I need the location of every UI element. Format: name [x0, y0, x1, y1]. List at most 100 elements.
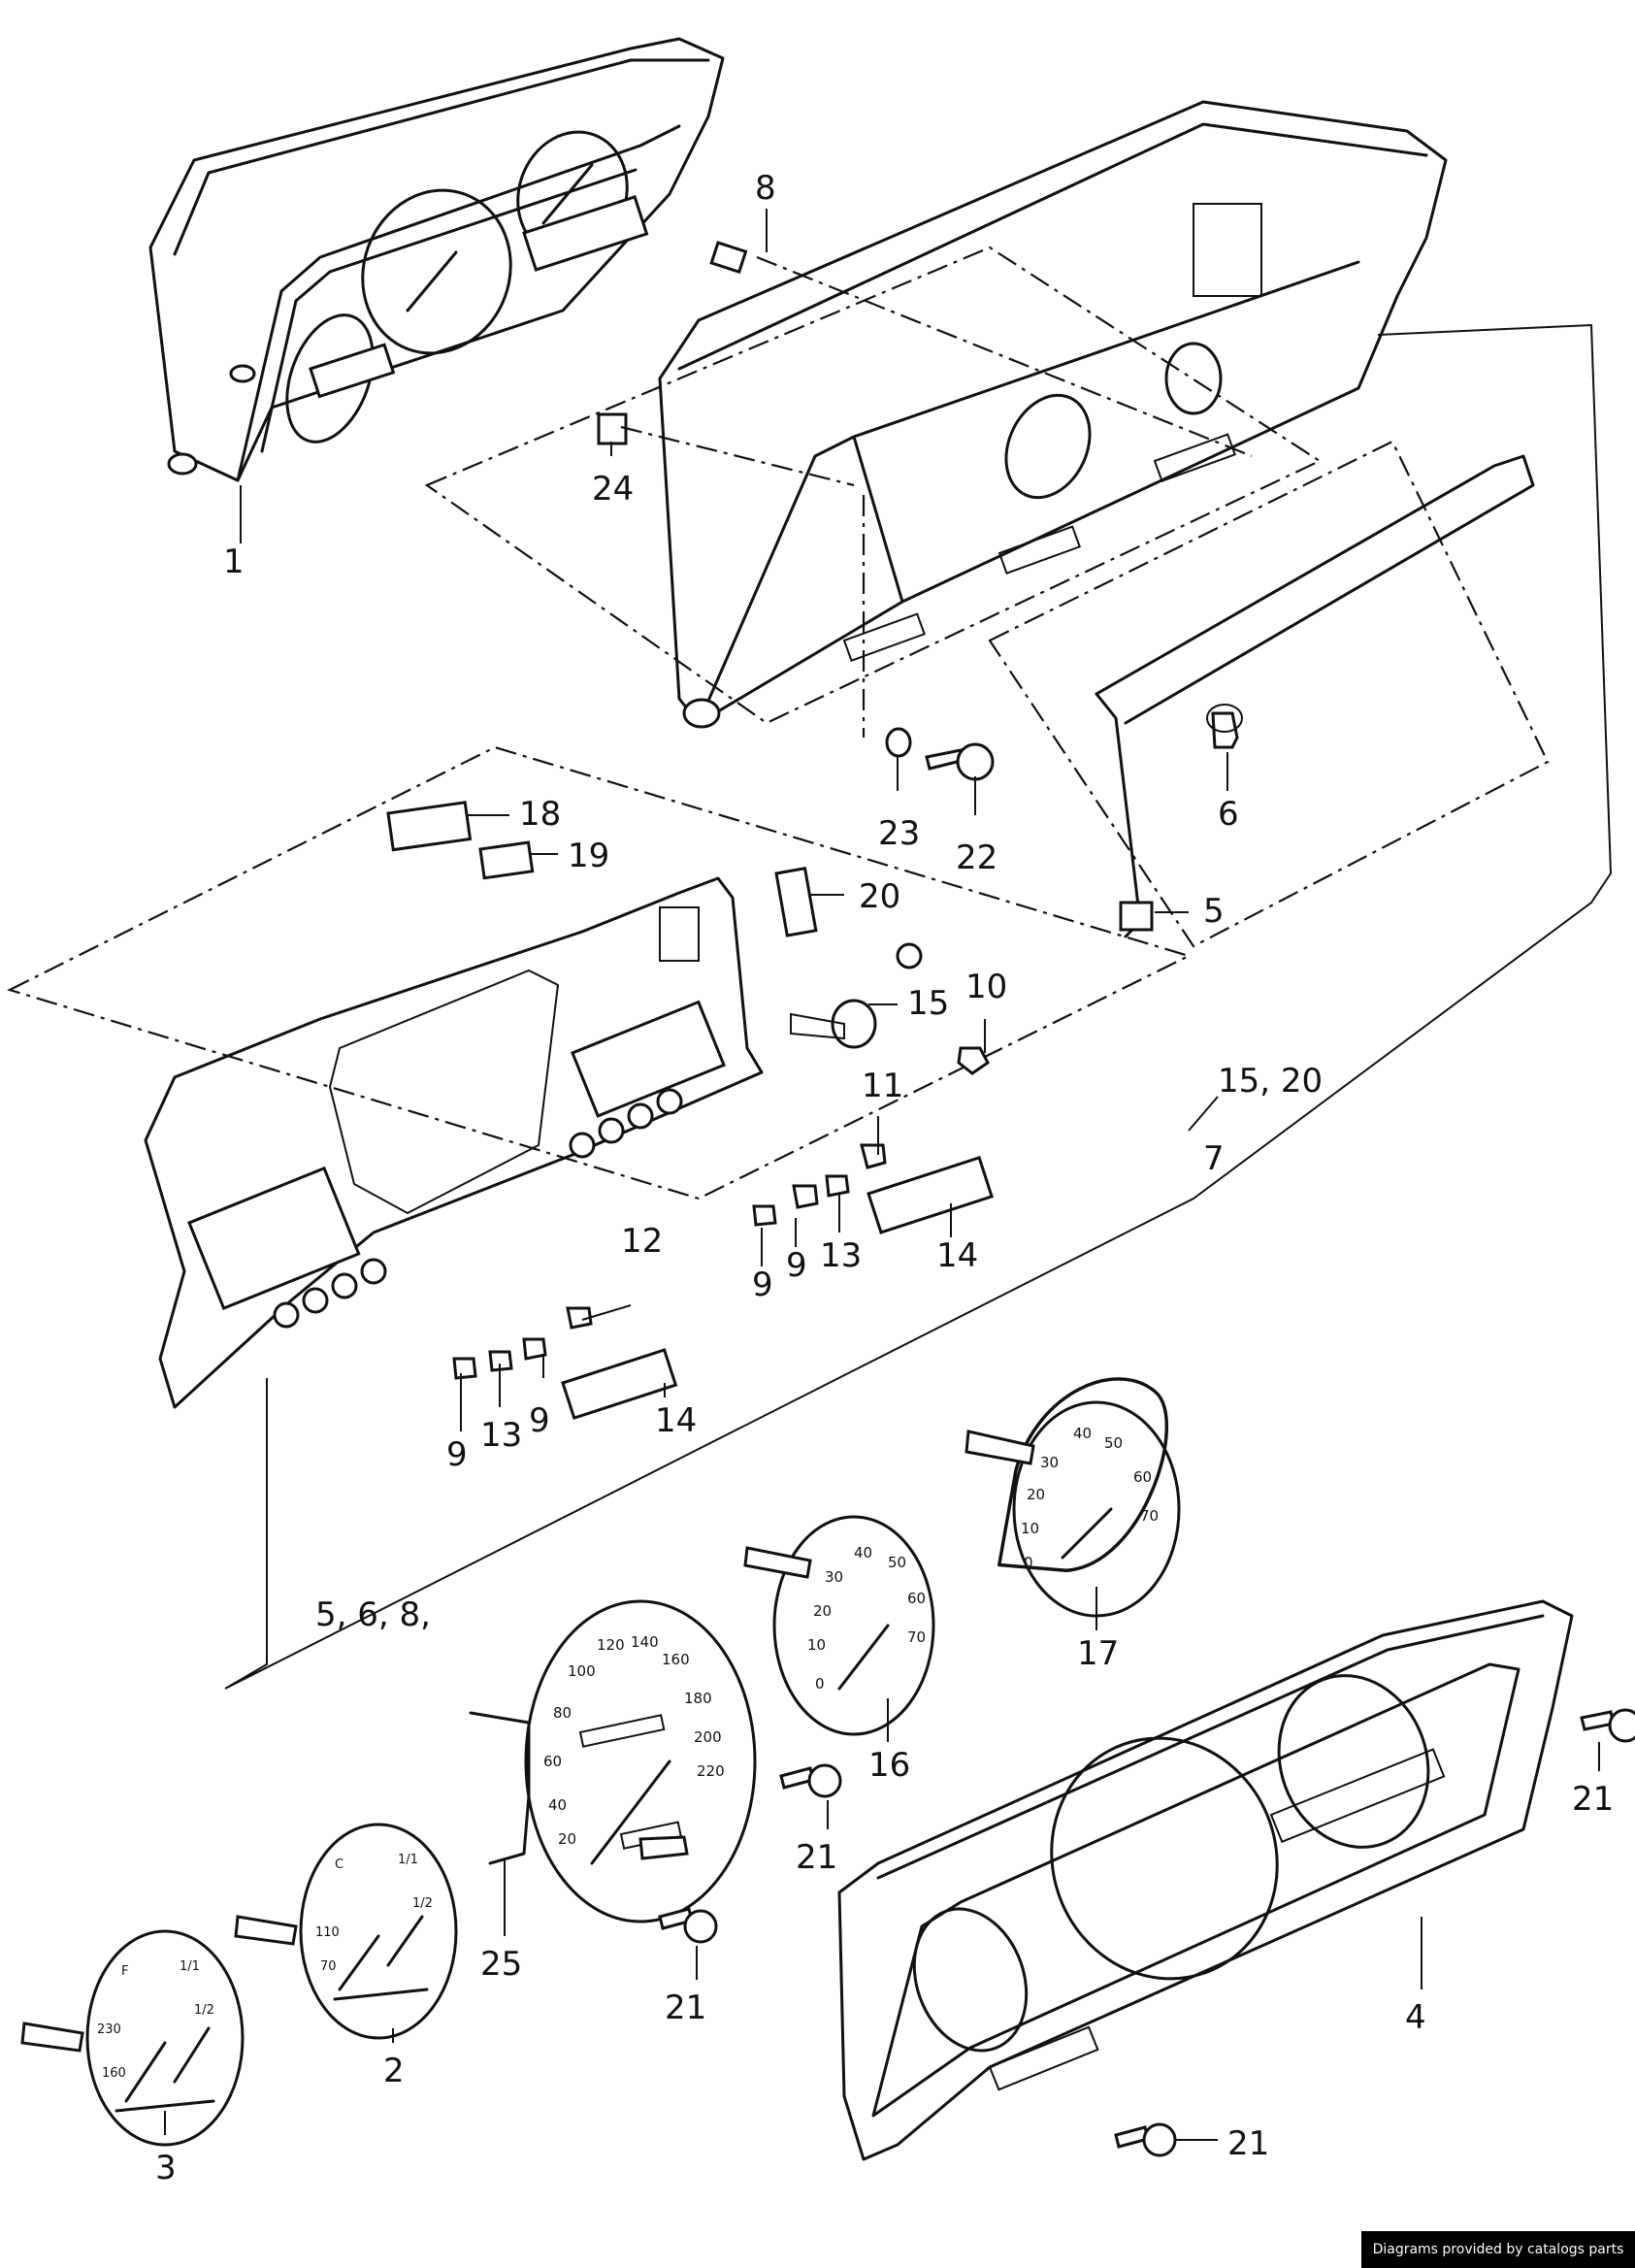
part-21-screw-c: [1114, 2122, 1177, 2157]
gauge3-mark-f: F: [121, 1964, 128, 1979]
speedo-mark-140: 140: [631, 1633, 659, 1651]
tacho17-mark-30: 30: [1040, 1454, 1059, 1471]
gauge2-mark-70: 70: [320, 1959, 337, 1974]
speedo-mark-20: 20: [558, 1830, 576, 1848]
part-25-speedometer: 20 40 60 80 100 120 140 160 180 200 220: [469, 1599, 757, 1923]
callout-7: 7: [1203, 1139, 1225, 1178]
tacho16-mark-50: 50: [888, 1554, 906, 1571]
tacho17-mark-40: 40: [1073, 1425, 1092, 1442]
part-3-gauge: F 230 160 1/1 1/2: [20, 1929, 245, 2147]
part-10-bulb: [957, 1046, 990, 1075]
callout-21-a: 21: [796, 1838, 837, 1877]
part-21-screw-b: [658, 1907, 718, 1944]
part-19-connector: [478, 840, 535, 880]
callout-9-upper-b: 9: [786, 1246, 807, 1285]
part-14-socket-lower: [561, 1348, 678, 1421]
callout-3: 3: [155, 2149, 177, 2187]
callout-9-lower-a: 9: [446, 1435, 468, 1474]
part-20-bracket: [774, 867, 923, 970]
speedo-mark-40: 40: [548, 1796, 567, 1814]
part-6-bulb: [1206, 704, 1243, 749]
tacho17-mark-0: 0: [1024, 1554, 1033, 1571]
printed-circuit-board: [144, 876, 764, 1409]
gauge2-mark-1-2: 1/2: [412, 1896, 433, 1911]
callout-21-b: 21: [665, 1989, 706, 2027]
switch-block-lower: [273, 1258, 387, 1329]
tacho16-mark-10: 10: [807, 1636, 826, 1654]
gauge2-mark-1-1: 1/1: [398, 1853, 418, 1867]
credit-badge: Diagrams provided by catalogs parts: [1361, 2231, 1635, 2268]
speedo-mark-180: 180: [684, 1690, 712, 1707]
part-16-tachometer: 0 10 20 30 40 50 60 70: [743, 1515, 935, 1736]
switch-block-upper: [569, 1088, 683, 1159]
part-1-instrument-cluster: [148, 37, 725, 482]
gauge2-mark-c: C: [335, 1857, 343, 1872]
callout-16: 16: [868, 1746, 910, 1785]
callout-11: 11: [862, 1067, 903, 1105]
speedo-mark-60: 60: [543, 1753, 562, 1770]
callout-18: 18: [519, 795, 561, 834]
callout-2: 2: [383, 2052, 405, 2090]
tacho16-mark-0: 0: [815, 1675, 825, 1693]
gauge2-mark-110: 110: [315, 1925, 340, 1940]
part-7-housing: [658, 100, 1448, 729]
callout-17: 17: [1077, 1634, 1119, 1673]
tacho17-mark-50: 50: [1104, 1434, 1123, 1452]
speedo-mark-120: 120: [597, 1636, 625, 1654]
tacho16-mark-30: 30: [825, 1568, 843, 1586]
callout-14-lower: 14: [655, 1401, 697, 1440]
callout-5: 5: [1203, 892, 1225, 931]
part-8-bulb-socket: [709, 241, 748, 275]
callout-19: 19: [568, 837, 609, 875]
callout-20: 20: [859, 877, 900, 916]
callout-6: 6: [1218, 795, 1239, 834]
callout-22: 22: [956, 838, 997, 877]
part-17-tachometer: 0 10 20 30 40 50 60 70: [965, 1377, 1181, 1618]
part-23-washer: [885, 727, 912, 758]
part-22-screw: [925, 742, 995, 781]
tacho17-mark-60: 60: [1133, 1468, 1152, 1486]
callout-15-20: 15, 20: [1218, 1062, 1323, 1101]
tacho17-mark-70: 70: [1140, 1507, 1159, 1525]
callout-1: 1: [223, 542, 245, 581]
gauge3-mark-230: 230: [97, 2022, 121, 2037]
tacho16-mark-60: 60: [907, 1590, 926, 1607]
callout-5-6-8: 5, 6, 8,: [315, 1595, 431, 1634]
callout-4: 4: [1405, 1998, 1426, 2037]
part-21-screw-a: [779, 1763, 842, 1798]
part-21-screw-d: [1580, 1708, 1635, 1743]
tacho17-mark-20: 20: [1027, 1486, 1045, 1503]
callout-9-lower-b: 9: [529, 1401, 550, 1440]
part-5-strip: [1095, 454, 1535, 938]
callout-9-upper-a: 9: [752, 1265, 773, 1304]
callout-8: 8: [755, 169, 776, 208]
callout-21-d: 21: [1572, 1780, 1614, 1819]
part-4-cluster-cover: [837, 1599, 1574, 2161]
speedo-mark-100: 100: [568, 1662, 596, 1680]
speedo-mark-200: 200: [694, 1728, 722, 1746]
callout-15: 15: [907, 984, 949, 1023]
part-18-switch: [386, 801, 473, 852]
leader-lines: [164, 209, 1600, 2141]
callout-23: 23: [878, 814, 920, 853]
callout-25: 25: [480, 1945, 522, 1984]
tacho17-mark-10: 10: [1021, 1520, 1039, 1537]
callout-10: 10: [965, 968, 1007, 1006]
callout-12: 12: [621, 1222, 663, 1261]
part-24-clip: [597, 412, 628, 445]
callout-13-lower: 13: [480, 1416, 522, 1455]
callout-labels: 1 8 24 23 22 6 5 18 19 20 15 10 15, 20 7…: [155, 169, 1614, 2187]
gauge3-mark-1-1: 1/1: [180, 1959, 200, 1974]
gauge3-mark-1-2: 1/2: [194, 2003, 214, 2018]
tacho16-mark-70: 70: [907, 1628, 926, 1646]
part-2-gauge: C 110 70 1/1 1/2: [234, 1823, 458, 2040]
part-14-socket-upper: [867, 1156, 994, 1234]
callout-14-upper: 14: [936, 1236, 978, 1275]
callout-13-upper: 13: [820, 1236, 862, 1275]
callout-21-c: 21: [1227, 2124, 1269, 2163]
callout-24: 24: [592, 470, 634, 509]
tacho16-mark-40: 40: [854, 1544, 872, 1561]
gauge3-mark-160: 160: [102, 2066, 126, 2081]
tacho16-mark-20: 20: [813, 1602, 832, 1620]
